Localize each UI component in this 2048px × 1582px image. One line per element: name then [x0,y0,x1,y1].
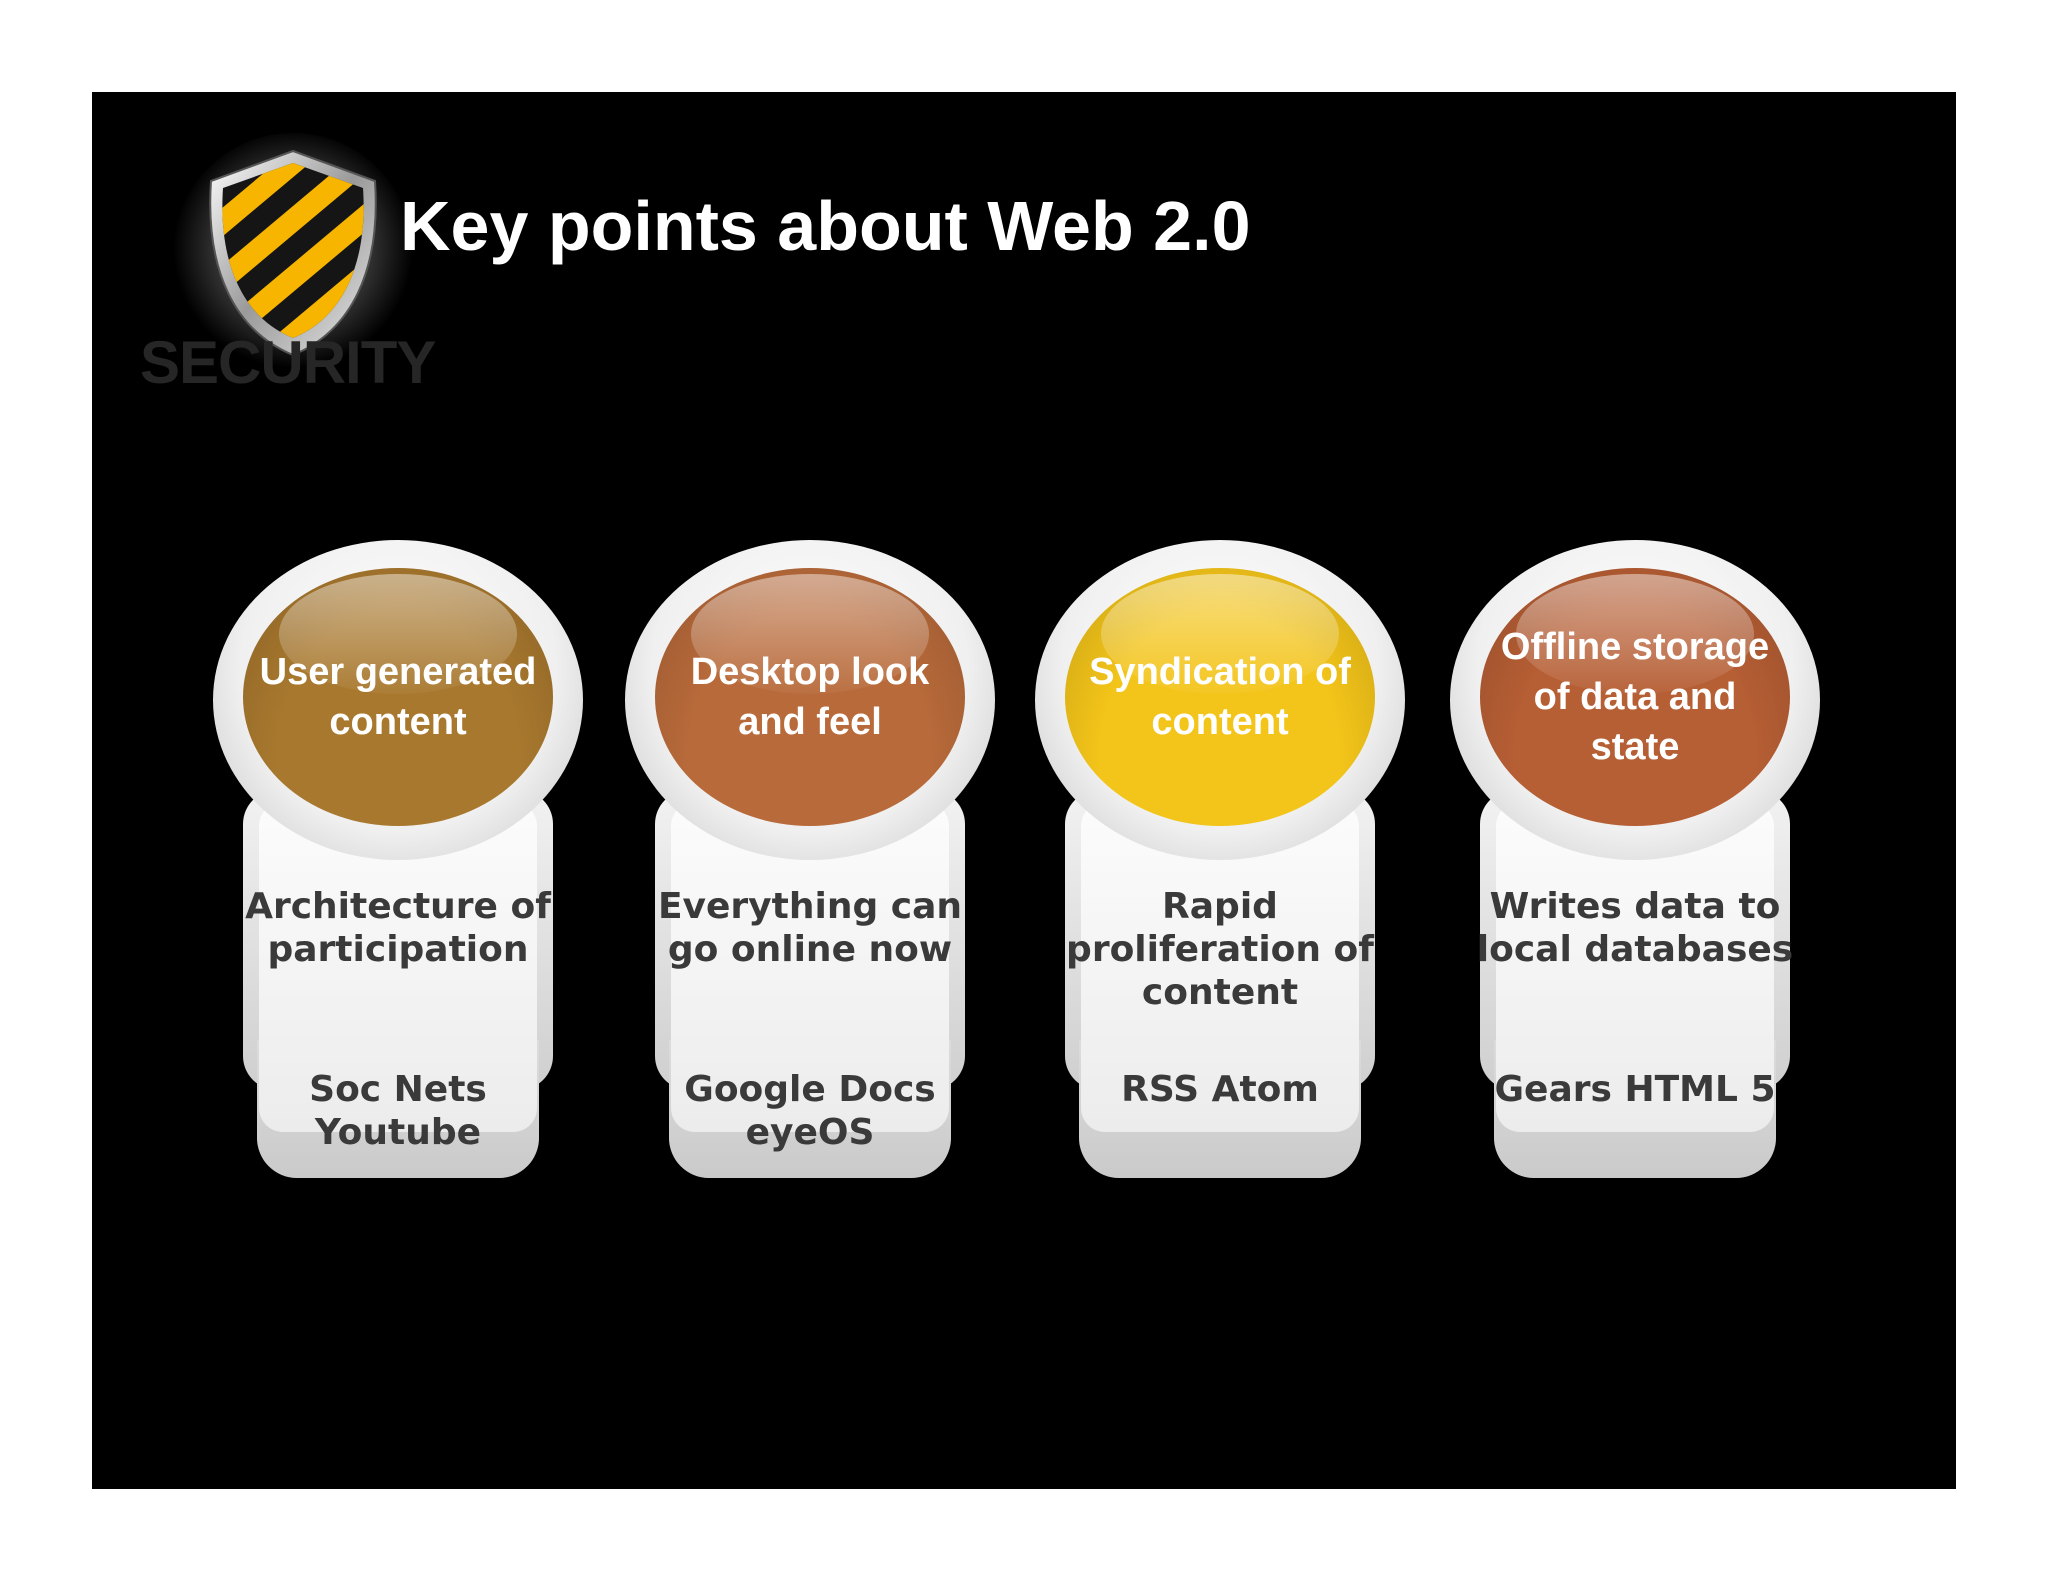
card-user-generated-content: User generated content Architecture of p… [213,540,583,1180]
orb: Desktop look and feel [655,568,965,826]
card-heading: User generated content [259,651,537,743]
card-description: Architecture of participation [245,886,551,970]
orb: Syndication of content [1065,568,1375,826]
card-desktop-look-and-feel: Desktop look and feel Everything can go … [625,540,995,1180]
card-syndication-of-content: Syndication of content Rapid proliferati… [1035,540,1405,1180]
card-examples: Gears HTML 5 [1494,1069,1776,1110]
card-offline-storage: Offline storage of data and state Writes… [1450,540,1820,1180]
card-heading: Offline storage of data and state [1500,626,1770,768]
orb: Offline storage of data and state [1480,568,1790,826]
logo-wordmark: SECURITY [140,329,436,396]
card-description: Everything can go online now [657,886,963,970]
card-examples: Google Docs eyeOS [684,1069,936,1153]
card-description: Writes data to local databases [1476,886,1794,970]
shield-icon [173,133,413,373]
card-heading: Syndication of content [1089,651,1351,743]
card-examples: RSS Atom [1121,1069,1319,1110]
orb: User generated content [243,568,553,826]
card-heading: Desktop look and feel [690,651,930,743]
card-examples: Soc Nets Youtube [309,1069,487,1153]
page-title: Key points about Web 2.0 [400,187,1251,265]
card-description: Rapid proliferation of content [1066,886,1374,1013]
